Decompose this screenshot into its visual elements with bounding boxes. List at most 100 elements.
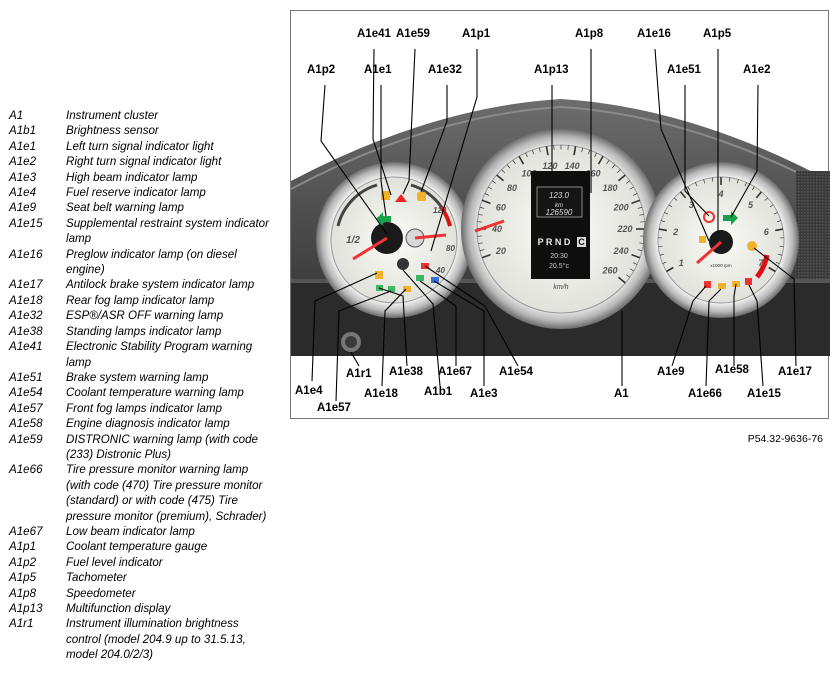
tachometer-tick xyxy=(668,204,673,208)
speedometer-tick xyxy=(606,159,610,165)
tacho-red-zone xyxy=(754,254,770,279)
speedometer-tick xyxy=(478,242,483,244)
legend-code: A1e59 xyxy=(9,432,43,446)
clock: 20:30 xyxy=(550,253,568,260)
coolant-label: 120 xyxy=(433,206,447,215)
speedometer-label: 180 xyxy=(603,183,618,193)
legend-code: A1e4 xyxy=(9,186,37,200)
callout-a1p13: A1p13 xyxy=(534,64,569,76)
odometer: 126590 xyxy=(546,208,573,217)
speedometer-tick xyxy=(625,180,631,184)
legend-code: A1p2 xyxy=(9,555,37,569)
tachometer-tick xyxy=(673,197,678,201)
callout-a1r1: A1r1 xyxy=(346,368,372,380)
tachometer-tick xyxy=(736,179,739,184)
tachometer-tick xyxy=(666,266,674,273)
trip-unit: km xyxy=(555,203,563,209)
speedometer-label: 120 xyxy=(542,161,557,171)
speedometer-tick xyxy=(639,242,644,244)
trip-distance: 123.0 xyxy=(549,191,570,200)
tire-pressure-lamp xyxy=(718,283,726,289)
tachometer-tick xyxy=(755,191,763,199)
legend-code: A1e41 xyxy=(9,340,43,354)
legend-description: Seat belt warning lamp xyxy=(66,201,184,215)
legend-description: Instrument cluster xyxy=(66,109,159,122)
legend-code: A1e18 xyxy=(9,293,43,307)
callout-a1e67: A1e67 xyxy=(438,366,472,378)
fuel-needle xyxy=(352,236,388,261)
tachometer-tick xyxy=(662,261,667,264)
tachometer-tick xyxy=(728,177,731,182)
legend-code: A1p13 xyxy=(9,602,43,615)
tachometer-tick xyxy=(659,253,664,256)
speedometer-tick xyxy=(631,199,641,205)
tachometer-label: 6 xyxy=(764,227,770,237)
legend-description: Right turn signal indicator light xyxy=(66,155,222,169)
callout-a1e9: A1e9 xyxy=(657,366,685,378)
speedometer-tick xyxy=(632,262,638,265)
legend-row: A1e57 Front fog lamps indicator lamp xyxy=(9,401,279,416)
speedometer-tick xyxy=(496,174,505,182)
legend-description: Front fog lamps indicator lamp xyxy=(66,401,222,415)
callout-a1e2: A1e2 xyxy=(743,64,771,76)
speedometer-tick xyxy=(611,164,616,169)
legend-code: A1p1 xyxy=(9,540,37,554)
legend-description: Speedometer xyxy=(66,586,136,600)
tachometer-tick xyxy=(679,191,687,199)
legend-code: A1 xyxy=(9,109,24,122)
speedometer-tick xyxy=(587,149,591,155)
speedometer-tick xyxy=(632,193,638,196)
tachometer-tick xyxy=(664,212,669,215)
legend-code: A1e2 xyxy=(9,155,37,169)
gear-indicator: P R N D xyxy=(538,237,571,247)
tachometer-tick xyxy=(768,266,776,273)
speedometer-label: 260 xyxy=(602,265,618,275)
front-fog-lamp xyxy=(388,286,395,292)
legend-description: Electronic Stability Program warning lam… xyxy=(66,340,253,369)
tachometer-tick xyxy=(778,253,783,256)
speedometer-tick xyxy=(481,253,491,259)
speedometer-tick xyxy=(637,249,643,252)
coolant-needle xyxy=(414,233,447,240)
brake-warning-lamp xyxy=(703,211,715,223)
callout-a1e59: A1e59 xyxy=(396,28,430,40)
brightness-control-knob[interactable] xyxy=(341,332,361,352)
callout-a1e17: A1e17 xyxy=(778,366,812,378)
speedometer-tick xyxy=(639,214,644,216)
legend-description: Brake system warning lamp xyxy=(66,370,209,384)
speedometer-tick xyxy=(506,164,511,169)
speedometer-tick xyxy=(625,274,631,278)
low-beam-lamp xyxy=(416,275,424,281)
coolant-label: 80 xyxy=(446,244,455,253)
rear-fog-lamp xyxy=(403,286,411,292)
speedometer-tick xyxy=(617,276,626,284)
legend-row: A1e41 Electronic Stability Program warnin… xyxy=(9,339,279,370)
srs-lamp xyxy=(745,278,752,285)
distronic-lamp xyxy=(381,191,390,200)
figure-code: P54.32-9636-76 xyxy=(747,433,823,445)
legend-code: A1e57 xyxy=(9,401,43,415)
legend-code: A1p5 xyxy=(9,571,37,585)
speedometer-tick xyxy=(597,155,604,165)
tachometer-tick xyxy=(695,182,698,187)
speedometer-tick xyxy=(478,214,483,216)
tachometer-tick xyxy=(703,179,706,184)
gear-selected: C xyxy=(578,237,585,247)
callout-a1e54: A1e54 xyxy=(499,366,533,378)
legend-code: A1e3 xyxy=(9,170,37,184)
high-beam-lamp xyxy=(431,277,439,283)
speedometer-label: 100 xyxy=(521,169,536,179)
callout-a1p8: A1p8 xyxy=(575,28,604,40)
